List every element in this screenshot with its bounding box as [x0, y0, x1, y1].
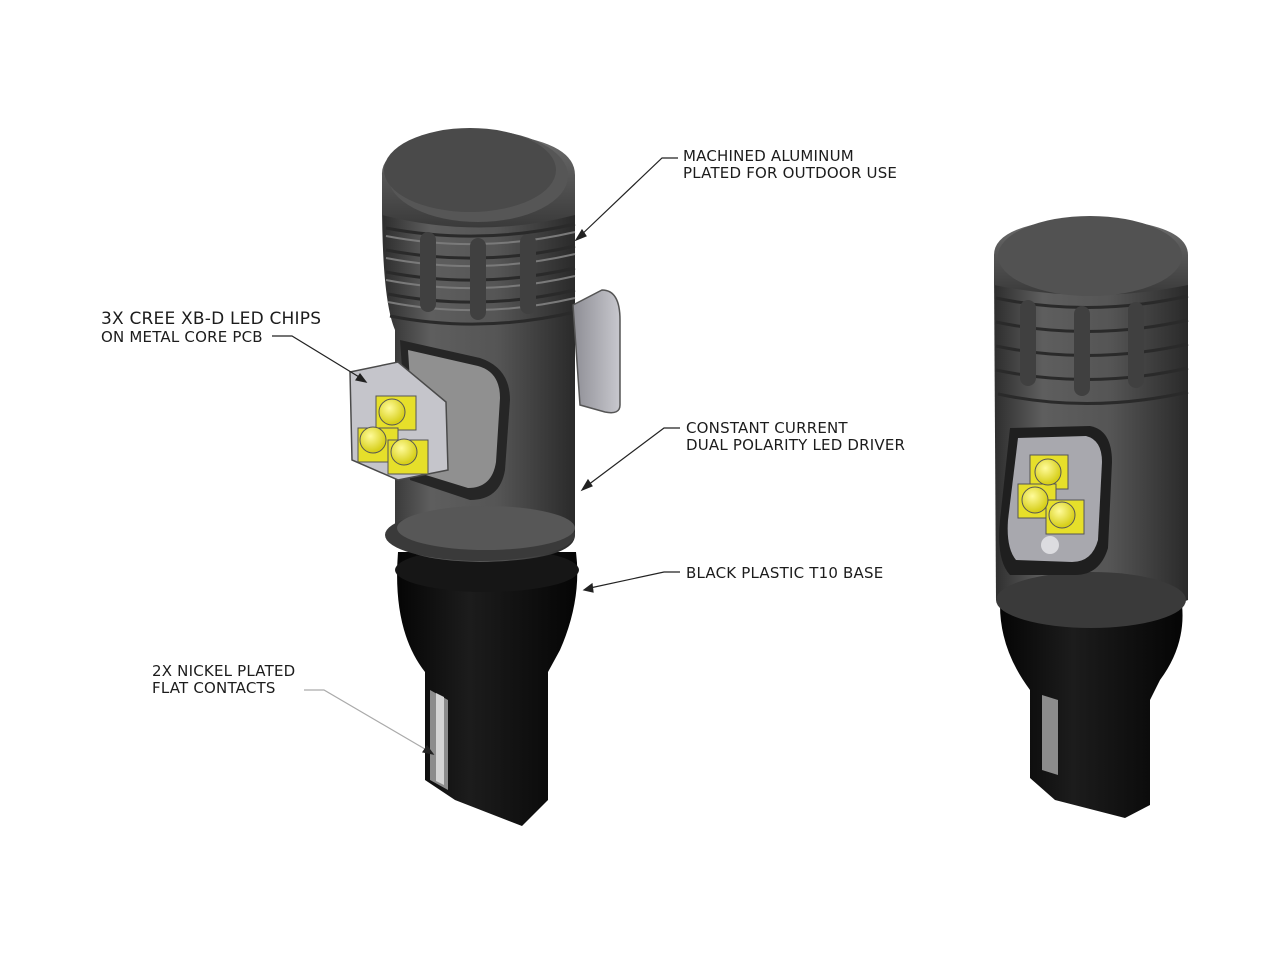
- led-chips: [357, 395, 429, 475]
- callout-contacts-line-2: FLAT CONTACTS: [152, 679, 276, 697]
- callout-led-chips: 3X CREE XB-D LED CHIPS ON METAL CORE PCB: [101, 309, 321, 346]
- leader-t10-base: [589, 571, 680, 589]
- top-cap-side: [994, 216, 1188, 296]
- callout-machined-aluminum-line-2: PLATED FOR OUTDOOR USE: [683, 164, 898, 182]
- t10-base-side: [1000, 605, 1183, 818]
- callout-led-driver-line-2: DUAL POLARITY LED DRIVER: [686, 436, 906, 454]
- top-cap: [381, 128, 575, 228]
- arrowhead-machined-aluminum: [574, 228, 587, 242]
- t10-base: [395, 548, 579, 826]
- cooling-fins-side: [995, 294, 1189, 405]
- callout-contacts: 2X NICKEL PLATED FLAT CONTACTS: [152, 663, 295, 697]
- callout-led-chips-line-2: ON METAL CORE PCB: [101, 328, 263, 346]
- front-angled-bulb: [349, 128, 621, 826]
- leader-lines: [272, 157, 680, 755]
- callout-t10-base-line-1: BLACK PLASTIC T10 BASE: [686, 564, 884, 582]
- arrowhead-t10-base: [582, 582, 594, 593]
- flat-contacts: [430, 690, 448, 790]
- callout-machined-aluminum-line-1: MACHINED ALUMINUM: [683, 147, 854, 165]
- callout-led-chips-line-1: 3X CREE XB-D LED CHIPS: [101, 309, 322, 329]
- side-view-bulb: [994, 216, 1189, 818]
- cooling-fins: [385, 222, 576, 326]
- driver-tab: [572, 289, 621, 414]
- leader-contacts: [304, 689, 431, 753]
- callout-t10-base: BLACK PLASTIC T10 BASE: [686, 565, 883, 582]
- arrowhead-led-chips: [355, 372, 368, 383]
- led-chips-side: [1017, 454, 1085, 554]
- flat-contacts-side: [1042, 695, 1058, 775]
- leader-led-driver: [583, 427, 680, 489]
- arrowhead-contacts: [422, 744, 435, 755]
- callout-led-driver: CONSTANT CURRENT DUAL POLARITY LED DRIVE…: [686, 420, 905, 454]
- leader-led-chips: [272, 335, 365, 381]
- callout-machined-aluminum: MACHINED ALUMINUM PLATED FOR OUTDOOR USE: [683, 148, 897, 182]
- leader-machined-aluminum: [577, 157, 678, 239]
- callout-led-driver-line-1: CONSTANT CURRENT: [686, 419, 848, 437]
- callout-contacts-line-1: 2X NICKEL PLATED: [152, 662, 296, 680]
- arrowhead-led-driver: [580, 478, 593, 492]
